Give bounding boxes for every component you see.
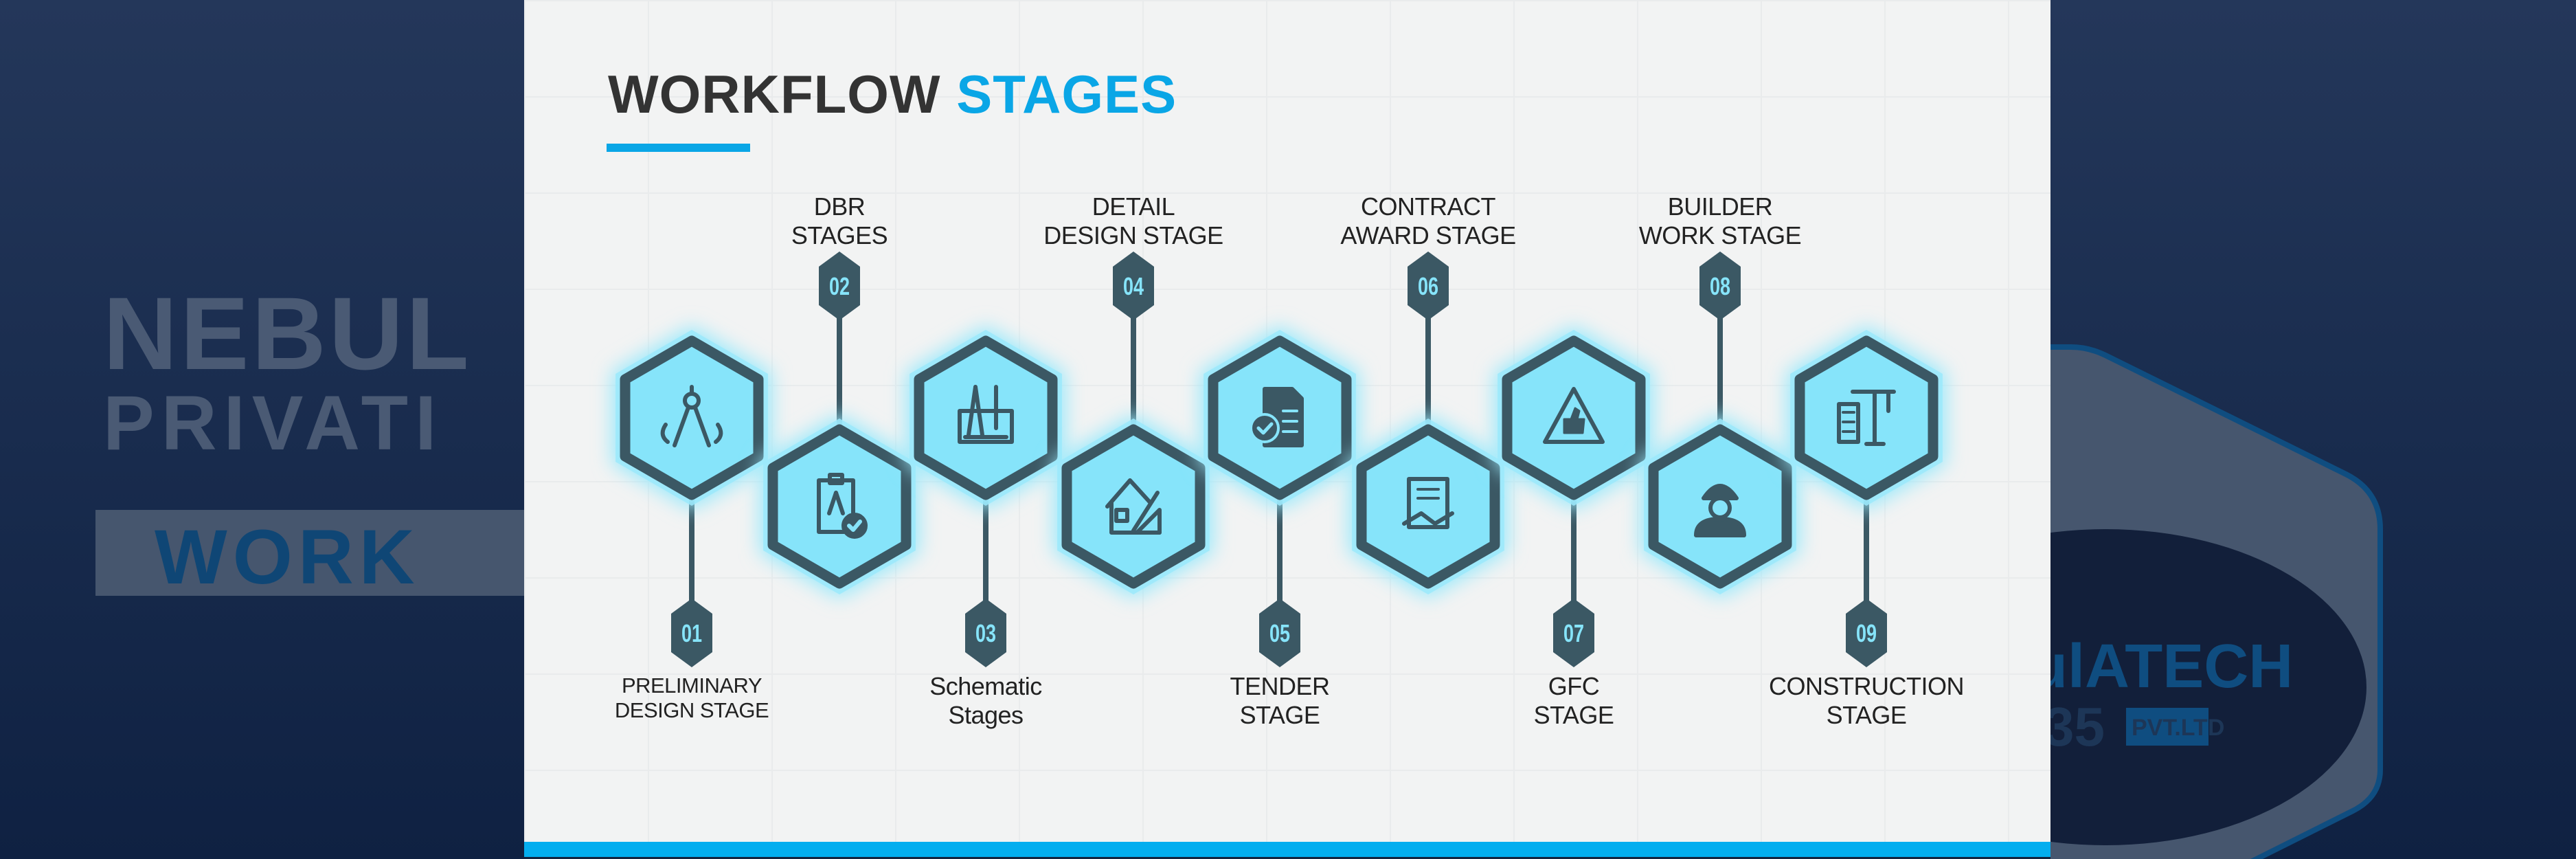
- logo-badge: PVT.LTD: [2132, 715, 2224, 741]
- stage-number-badge: [1699, 252, 1741, 320]
- house-design-icon: [1105, 478, 1162, 535]
- stage-label-line: GFC: [1548, 672, 1600, 700]
- stage-number-badge: [1408, 252, 1449, 320]
- stage-label-line: PRELIMINARY: [621, 673, 762, 698]
- stage-label-line: DESIGN STAGE: [614, 698, 769, 722]
- title-underline: [607, 144, 750, 152]
- background-title-line2: PRIVATI: [103, 380, 444, 466]
- stage-label-line: DESIGN STAGE: [1043, 221, 1223, 249]
- stage-number: 07: [1563, 619, 1584, 647]
- stage-label-line: STAGE: [1826, 701, 1907, 729]
- stage-label-line: TENDER: [1230, 672, 1330, 700]
- clipboard-check-icon: [817, 473, 868, 539]
- stage-06[interactable]: 06: [1348, 252, 1508, 599]
- stage-hexagon[interactable]: [1061, 424, 1206, 589]
- stage-08[interactable]: 08: [1640, 252, 1800, 599]
- thumbs-up-icon: [1543, 387, 1605, 444]
- logo-shape: ulATECH 35 PVT.LTD: [2050, 344, 2383, 859]
- stage-label-line: CONTRACT: [1361, 192, 1496, 221]
- stage-hexagon[interactable]: [1356, 424, 1500, 589]
- stage-hexagon[interactable]: [620, 335, 764, 500]
- stage-label-line: CONSTRUCTION: [1769, 672, 1965, 700]
- stage-label-line: AWARD STAGE: [1340, 221, 1516, 249]
- title-main: WORKFLOW: [608, 64, 941, 124]
- stage-number-badge: [1846, 599, 1887, 667]
- stage-09[interactable]: 09: [1787, 326, 1946, 667]
- stage-number-badge: [1113, 252, 1154, 320]
- stage-label-line: Stages: [948, 701, 1024, 729]
- background-box: [95, 510, 524, 596]
- stage-hexagon[interactable]: [1648, 424, 1792, 589]
- stage-number: 05: [1269, 619, 1290, 647]
- stage-number-badge: [671, 599, 712, 667]
- stage-hexagon[interactable]: [914, 335, 1058, 500]
- logo-text: ulATECH: [2050, 632, 2293, 701]
- drafting-tools-icon: [958, 385, 1014, 444]
- stage-number: 02: [829, 272, 850, 300]
- stage-hexagon[interactable]: [1794, 335, 1939, 500]
- stage-number: 06: [1418, 272, 1438, 300]
- stage-04[interactable]: 04: [1054, 252, 1213, 599]
- crane-icon: [1837, 390, 1896, 446]
- background-title-line1: NEBUL: [103, 276, 472, 391]
- logo-sub: 35: [2050, 696, 2105, 757]
- page-title: WORKFLOW STAGES: [608, 63, 1177, 126]
- stage-03[interactable]: 03: [906, 326, 1065, 667]
- stage-number: 09: [1856, 619, 1877, 647]
- stage-07[interactable]: 07: [1494, 326, 1653, 667]
- stage-number-badge: [1553, 599, 1594, 667]
- workflow-slide: WORKFLOW STAGES 01 02 03 04 05 06 07 08 09 PRELI…: [524, 0, 2050, 859]
- stage-number: 01: [681, 619, 702, 647]
- workflow-diagram: 01 02 03 04 05 06 07 08 09: [612, 252, 1946, 667]
- stage-number: 08: [1710, 272, 1730, 300]
- background-left-branding: NEBUL PRIVATI WORK: [0, 0, 524, 859]
- bottom-accent-bar: [524, 842, 2050, 857]
- stage-01[interactable]: 01: [612, 326, 771, 667]
- stage-number: 03: [975, 619, 996, 647]
- worker-icon: [1694, 484, 1746, 537]
- stage-number-badge: [1259, 599, 1300, 667]
- stage-label-line: STAGES: [791, 221, 888, 249]
- background-box-text: WORK: [155, 514, 420, 600]
- stage-number: 04: [1123, 272, 1144, 300]
- stage-label-line: DETAIL: [1092, 192, 1175, 221]
- stage-05[interactable]: 05: [1200, 326, 1359, 667]
- stage-02[interactable]: 02: [760, 252, 919, 599]
- document-check-icon: [1250, 387, 1304, 447]
- stage-number-badge: [965, 599, 1006, 667]
- bottom-line: [524, 857, 2050, 859]
- compass-icon: [660, 385, 723, 447]
- stage-number-badge: [819, 252, 860, 320]
- stage-label-line: WORK STAGE: [1638, 221, 1802, 249]
- stage-label-line: DBR: [813, 192, 866, 221]
- title-accent: STAGES: [956, 64, 1177, 124]
- stage-label-line: STAGE: [1239, 701, 1320, 729]
- stage-label-line: BUILDER: [1667, 192, 1773, 221]
- stage-label-line: STAGE: [1533, 701, 1614, 729]
- handshake-contract-icon: [1402, 477, 1454, 529]
- stage-label-line: Schematic: [929, 672, 1042, 700]
- background-right-logo: ulATECH 35 PVT.LTD: [2050, 0, 2576, 859]
